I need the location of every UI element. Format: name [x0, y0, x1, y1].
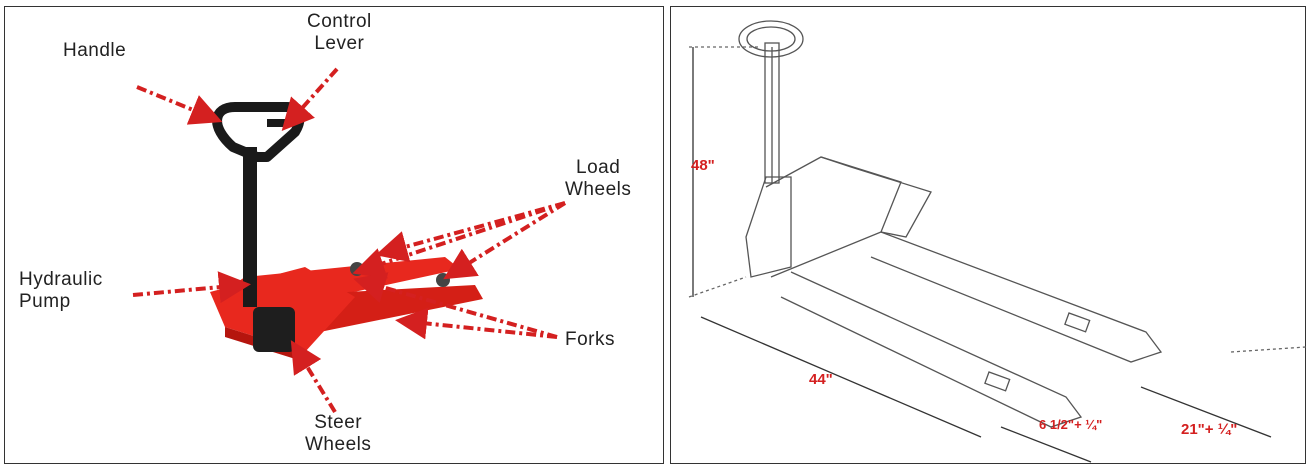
chassis-outline — [765, 156, 902, 278]
arrow-load-wheel-2 — [443, 201, 567, 280]
pallet-jack-line-drawing — [688, 20, 1307, 463]
pump-outline — [745, 176, 792, 278]
label-load-line2: Wheels — [565, 179, 632, 200]
fork-right-outline — [870, 231, 1163, 363]
parts-diagram-panel: Handle Control Lever Load Wheels Hydraul… — [4, 6, 664, 464]
height-dimension-label: 48" — [691, 157, 715, 174]
overall-width-dimension-label: 21"+ ¼" — [1181, 421, 1238, 438]
label-forks: Forks — [565, 329, 615, 350]
arrow-handle — [136, 85, 223, 125]
arrow-hydraulic-pump — [132, 271, 251, 304]
label-hydraulic-line2: Pump — [19, 291, 71, 312]
label-handle: Handle — [63, 40, 127, 61]
fork-left-outline — [780, 271, 1083, 428]
handle-shaft — [243, 147, 257, 307]
label-steer-line1: Steer — [314, 412, 363, 433]
fork-width-dimension-label: 6 1/2"+ ¼" — [1039, 417, 1103, 432]
handle-grip — [212, 102, 305, 162]
arrow-control-lever — [281, 67, 339, 131]
label-control-lever: Control Lever — [307, 11, 372, 55]
label-hydraulic-line1: Hydraulic — [19, 269, 103, 290]
steer-wheel — [253, 307, 295, 352]
label-steer-wheels: Steer Wheels — [305, 412, 371, 456]
width-dimension-line — [1140, 386, 1272, 438]
dimensions-panel: 48" 44" 6 1/2"+ ¼" 21"+ ¼" — [670, 6, 1307, 464]
label-control-line1: Control — [307, 11, 372, 32]
label-hydraulic-pump: Hydraulic Pump — [19, 269, 103, 313]
label-load-wheels: Load Wheels — [565, 157, 631, 201]
label-control-line2: Lever — [314, 33, 365, 54]
arrow-fork-1 — [353, 272, 558, 339]
arrow-load-wheel-3 — [352, 201, 566, 279]
length-dimension-label: 44" — [809, 371, 833, 388]
length-dimension-line — [700, 316, 982, 438]
pallet-jack-illustration — [132, 67, 567, 414]
load-wheel-2 — [436, 273, 450, 287]
handle-loop — [738, 20, 804, 58]
arrow-fork-2 — [395, 307, 558, 340]
label-load-line1: Load — [576, 157, 621, 178]
arrow-steer-wheels — [290, 340, 337, 414]
label-steer-line2: Wheels — [305, 434, 372, 455]
